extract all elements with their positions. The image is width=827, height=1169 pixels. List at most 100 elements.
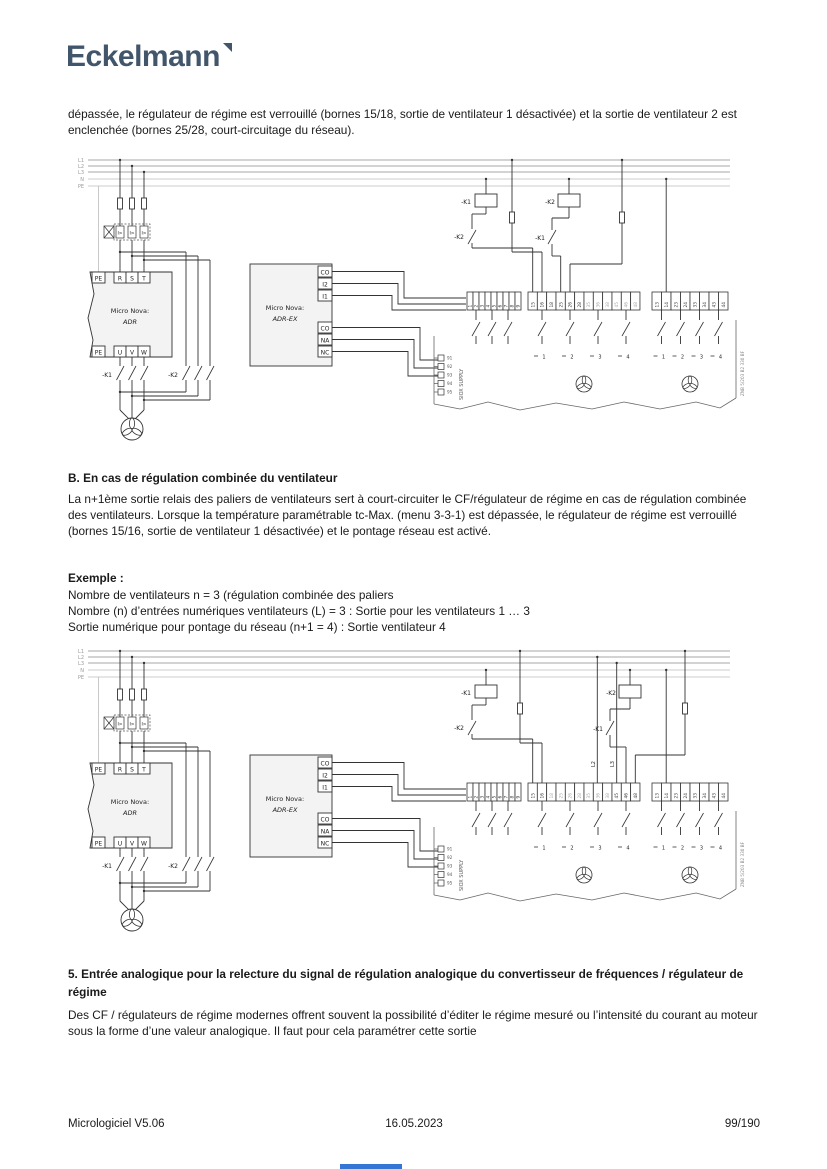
svg-text:-K2: -K2: [168, 863, 178, 870]
svg-text:NC: NC: [321, 841, 330, 848]
section-5-heading: 5. Entrée analogique pour la relecture d…: [68, 967, 744, 999]
svg-text:3: 3: [598, 355, 601, 361]
svg-text:I>: I>: [141, 722, 146, 728]
svg-text:13: 13: [654, 793, 660, 799]
svg-text:4: 4: [486, 796, 492, 799]
section-b-heading: B. En cas de régulation combinée du vent…: [68, 471, 338, 485]
svg-text:-K2: -K2: [606, 690, 616, 697]
section-5-paragraph: Des CF / régulateurs de régime modernes …: [68, 1008, 758, 1038]
svg-text:36: 36: [596, 302, 602, 308]
svg-text:8: 8: [510, 305, 516, 308]
svg-text:95: 95: [447, 881, 453, 886]
svg-text:92: 92: [447, 855, 453, 860]
svg-text:U: U: [118, 841, 122, 848]
svg-text:14: 14: [664, 302, 670, 308]
bottom-blue-artifact: [340, 1164, 402, 1169]
svg-text:4: 4: [719, 355, 722, 361]
svg-text:44: 44: [721, 793, 727, 799]
svg-text:36: 36: [596, 793, 602, 799]
svg-text:V: V: [130, 350, 135, 357]
svg-text:16: 16: [540, 302, 546, 308]
board-part-code: ZNB 5/203 B2 330 BF: [740, 350, 745, 396]
svg-text:15: 15: [530, 302, 536, 308]
svg-text:94: 94: [447, 381, 453, 386]
svg-text:94: 94: [447, 872, 453, 877]
svg-text:15: 15: [530, 793, 536, 799]
svg-text:3: 3: [700, 355, 703, 361]
adrex-wiring: [332, 271, 466, 377]
svg-text:26: 26: [568, 793, 574, 799]
svg-text:2: 2: [681, 846, 684, 852]
svg-text:-K1: -K1: [535, 235, 545, 242]
svg-text:S: S: [130, 276, 134, 283]
svg-text:1: 1: [468, 305, 474, 308]
svg-text:95: 95: [447, 390, 453, 395]
svg-text:ADR: ADR: [122, 809, 137, 817]
svg-text:34: 34: [702, 302, 708, 308]
svg-text:1: 1: [468, 796, 474, 799]
eckelmann-logo: Eckelmann: [66, 40, 232, 74]
svg-text:I2: I2: [322, 773, 328, 780]
contactor-k1-contacts: -K1: [102, 357, 149, 410]
contactor-k1-contacts: -K1: [102, 848, 149, 901]
svg-text:NC: NC: [321, 350, 330, 357]
svg-text:I>: I>: [129, 722, 134, 728]
svg-text:34: 34: [702, 793, 708, 799]
svg-text:8: 8: [510, 796, 516, 799]
svg-text:I>: I>: [117, 231, 122, 237]
svg-text:3: 3: [480, 796, 486, 799]
svg-text:13: 13: [654, 302, 660, 308]
svg-text:92: 92: [447, 364, 453, 369]
svg-text:CO: CO: [321, 761, 330, 768]
svg-text:I1: I1: [322, 785, 328, 792]
svg-text:38: 38: [605, 793, 611, 799]
svg-text:45: 45: [614, 793, 620, 799]
svg-text:1: 1: [542, 355, 545, 361]
svg-text:CO: CO: [321, 326, 330, 333]
motor-protection-breaker: I>I>I>: [103, 223, 151, 272]
svg-text:CO: CO: [321, 817, 330, 824]
svg-text:L2: L2: [78, 164, 84, 170]
svg-text:26: 26: [568, 302, 574, 308]
svg-text:NA: NA: [321, 338, 330, 345]
svg-text:91: 91: [447, 847, 453, 852]
svg-text:PE: PE: [78, 184, 84, 190]
footer-page-number: 99/190: [724, 1118, 760, 1130]
svg-text:93: 93: [447, 373, 453, 378]
svg-text:24: 24: [683, 793, 689, 799]
motor-protection-breaker: I>I>I>: [103, 714, 151, 763]
siox-board-outline: [433, 811, 737, 902]
svg-text:46: 46: [624, 302, 630, 308]
svg-text:Micro Nova:: Micro Nova:: [111, 307, 149, 315]
svg-text:25: 25: [558, 302, 564, 308]
svg-text:2: 2: [570, 355, 573, 361]
svg-text:-K1: -K1: [102, 863, 112, 870]
svg-text:L3: L3: [78, 661, 84, 667]
svg-text:L2: L2: [591, 761, 597, 767]
svg-text:16: 16: [540, 793, 546, 799]
svg-text:48: 48: [633, 793, 639, 799]
svg-text:43: 43: [711, 793, 717, 799]
svg-text:ADR-EX: ADR-EX: [272, 315, 298, 323]
svg-text:S: S: [130, 767, 134, 774]
svg-text:35: 35: [586, 302, 592, 308]
contactor-k2-bypass: -K2: [118, 741, 215, 893]
svg-text:L3: L3: [78, 170, 84, 176]
fan-motor-icon: [119, 900, 145, 932]
svg-text:N: N: [80, 668, 84, 674]
svg-text:N: N: [80, 177, 84, 183]
svg-text:6: 6: [498, 796, 504, 799]
svg-text:W: W: [141, 841, 147, 848]
